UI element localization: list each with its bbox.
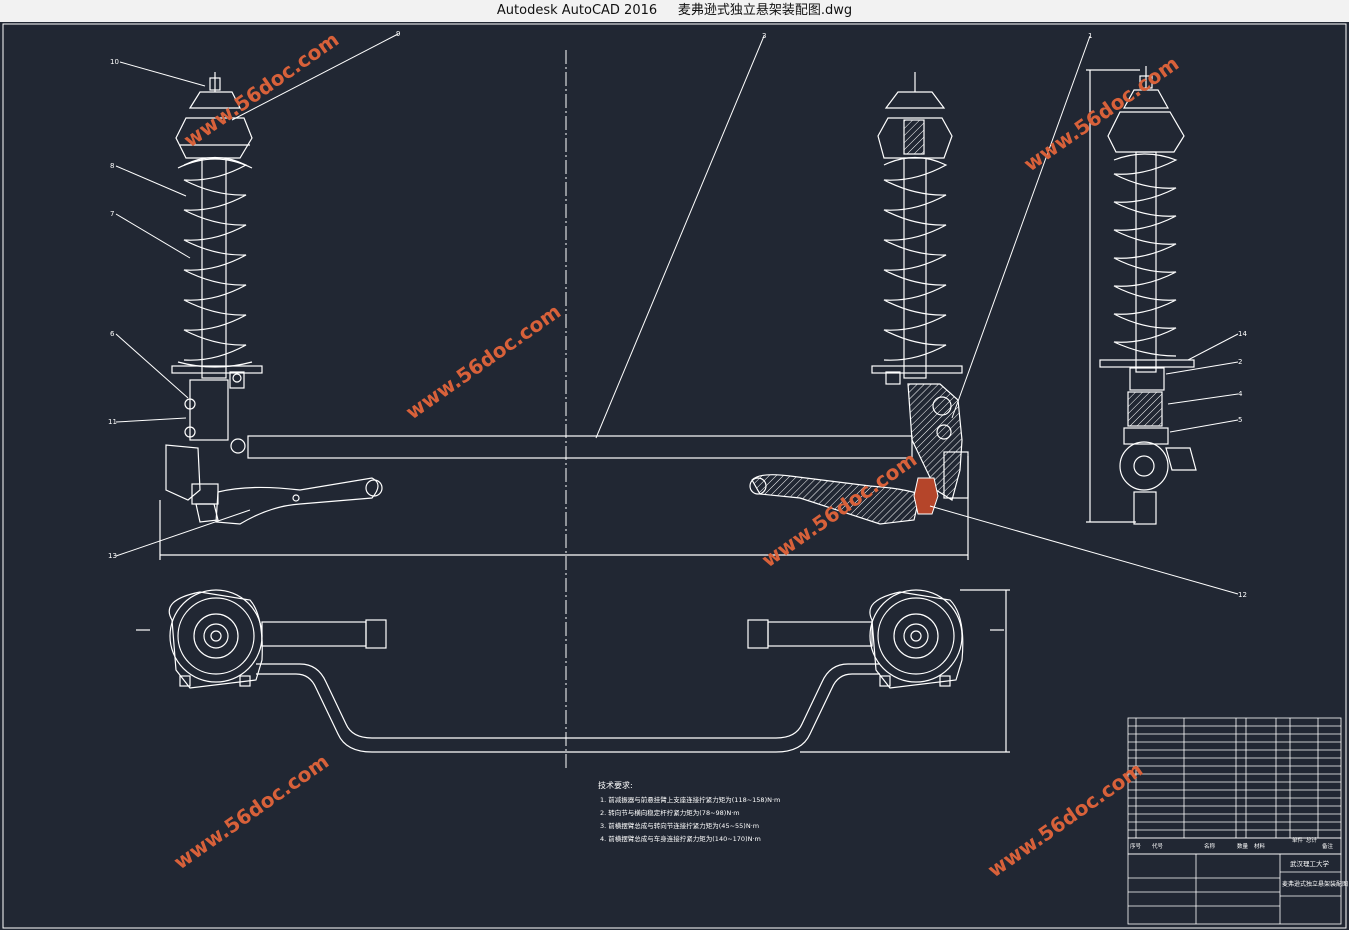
- balloon-11: 11: [108, 418, 117, 426]
- header-remark: 备注: [1322, 842, 1334, 850]
- header-qty: 数量: [1237, 842, 1249, 850]
- technical-requirements: 技术要求: 1. 前减振器与前悬挂臂上支座连接拧紧力矩为(118~158)N·m…: [598, 780, 780, 843]
- tech-req-heading: 技术要求:: [598, 780, 633, 790]
- balloon-3: 3: [762, 32, 766, 40]
- drawing-frame: [2, 23, 1347, 929]
- balloon-7: 7: [110, 210, 114, 218]
- balloon-4: 4: [1238, 390, 1243, 398]
- balloon-labels: 10 9 8 7 6 11 13 3 1 14 2 4 5 12: [108, 30, 1247, 599]
- watermarks: www.56doc.com www.56doc.com www.56doc.co…: [169, 27, 1183, 882]
- leader-lines: [115, 33, 1239, 595]
- app-name: Autodesk AutoCAD 2016: [496, 3, 658, 18]
- drawing-name: 麦弗逊式独立悬架装配图: [1282, 880, 1348, 888]
- top-view: [136, 589, 1010, 753]
- balloon-12: 12: [1238, 591, 1247, 599]
- front-view: [159, 72, 969, 560]
- balloon-14: 14: [1238, 330, 1247, 338]
- header-code: 代号: [1152, 842, 1164, 850]
- drawing-canvas[interactable]: 10 9 8 7 6 11 13 3 1 14 2 4 5 12 技术要求: 1…: [0, 22, 1349, 930]
- header-name: 名称: [1204, 842, 1216, 850]
- header-total: 总计: [1306, 836, 1318, 844]
- watermark-6: www.56doc.com: [983, 757, 1147, 882]
- file-name: 麦弗逊式独立悬架装配图.dwg: [677, 3, 853, 18]
- balloon-10: 10: [110, 58, 119, 66]
- title-block: 序号 代号 名称 数量 材料 单件 总计 备注 武汉理工大学 麦弗逊式独立悬架装…: [1127, 717, 1348, 925]
- balloon-2: 2: [1238, 358, 1242, 366]
- balloon-8: 8: [110, 162, 114, 170]
- balloon-5: 5: [1238, 416, 1242, 424]
- balloon-13: 13: [108, 552, 117, 560]
- tech-req-item-3: 3. 前横摆臂总成与转向节连接拧紧力矩为(45~55)N·m: [600, 821, 759, 830]
- tech-req-item-1: 1. 前减振器与前悬挂臂上支座连接拧紧力矩为(118~158)N·m: [600, 795, 780, 804]
- watermark-1: www.56doc.com: [179, 27, 343, 152]
- side-view: [1086, 66, 1197, 525]
- tech-req-item-4: 4. 前横摆臂总成与车身连接拧紧力矩为(140~170)N·m: [600, 834, 761, 843]
- ball-joint-highlight: [913, 477, 939, 515]
- balloon-1: 1: [1088, 32, 1092, 40]
- watermark-5: www.56doc.com: [169, 749, 333, 874]
- header-unit: 单件: [1292, 836, 1304, 844]
- tech-req-item-2: 2. 转向节与横向稳定杆拧紧力矩为(78~98)N·m: [600, 808, 740, 817]
- header-no: 序号: [1130, 842, 1142, 850]
- balloon-9: 9: [396, 30, 400, 38]
- watermark-2: www.56doc.com: [401, 299, 565, 424]
- school-name: 武汉理工大学: [1290, 859, 1330, 868]
- window-title-bar: Autodesk AutoCAD 2016 麦弗逊式独立悬架装配图.dwg: [0, 0, 1349, 22]
- header-material: 材料: [1254, 842, 1266, 850]
- balloon-6: 6: [110, 330, 115, 338]
